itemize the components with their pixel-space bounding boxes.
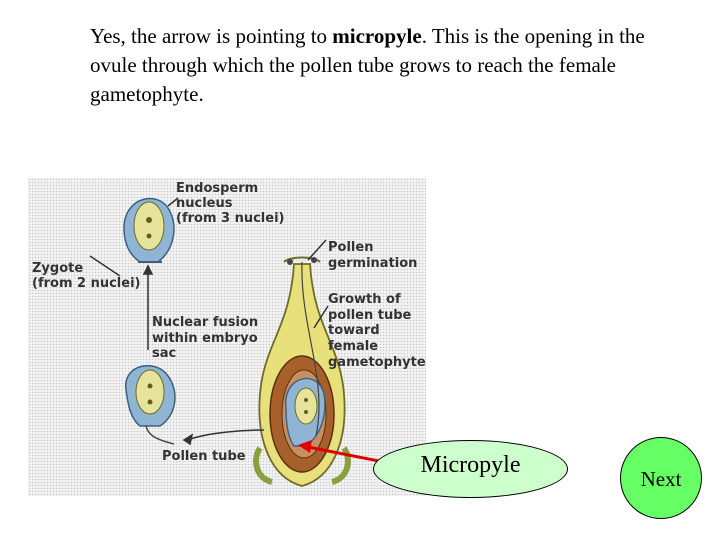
- label-fusion-1: Nuclear fusion: [152, 315, 258, 330]
- caption-bold-term: micropyle: [332, 24, 422, 48]
- label-zygote-1: Zygote: [32, 261, 83, 276]
- diagram-svg: Endosperm nucleus (from 3 nuclei) Zygote…: [32, 181, 426, 487]
- pistil-illustration: [253, 256, 351, 487]
- label-growth-3: toward: [328, 323, 380, 338]
- fertilization-diagram: Endosperm nucleus (from 3 nuclei) Zygote…: [28, 178, 426, 496]
- ovule-top-illustration: [123, 197, 175, 263]
- caption-text: Yes, the arrow is pointing to micropyle.…: [90, 22, 690, 109]
- label-growth-2: pollen tube: [328, 308, 412, 323]
- diagram-arrows: [89, 197, 329, 446]
- label-growth-1: Growth of: [328, 292, 401, 307]
- next-button[interactable]: Next: [620, 437, 702, 519]
- label-growth-5: gametophyte: [328, 355, 426, 370]
- caption-part-1: Yes, the arrow is pointing to: [90, 24, 333, 48]
- label-zygote-2: (from 2 nuclei): [32, 276, 140, 291]
- label-fusion-3: sac: [152, 346, 176, 361]
- label-endosperm-3: (from 3 nuclei): [176, 211, 284, 226]
- ovule-bottom-illustration: [125, 364, 176, 445]
- label-pollen-germination-2: germination: [328, 256, 417, 271]
- label-pollen-germination-1: Pollen: [328, 240, 373, 255]
- micropyle-button[interactable]: Micropyle: [373, 440, 568, 498]
- label-pollen-tube: Pollen tube: [162, 449, 246, 464]
- label-growth-4: female: [328, 339, 378, 354]
- label-endosperm-1: Endosperm: [176, 181, 258, 196]
- label-fusion-2: within embryo: [152, 331, 258, 346]
- label-endosperm-2: nucleus: [176, 196, 233, 211]
- caption-part-2: . This is the opening in the ovule throu…: [90, 24, 645, 106]
